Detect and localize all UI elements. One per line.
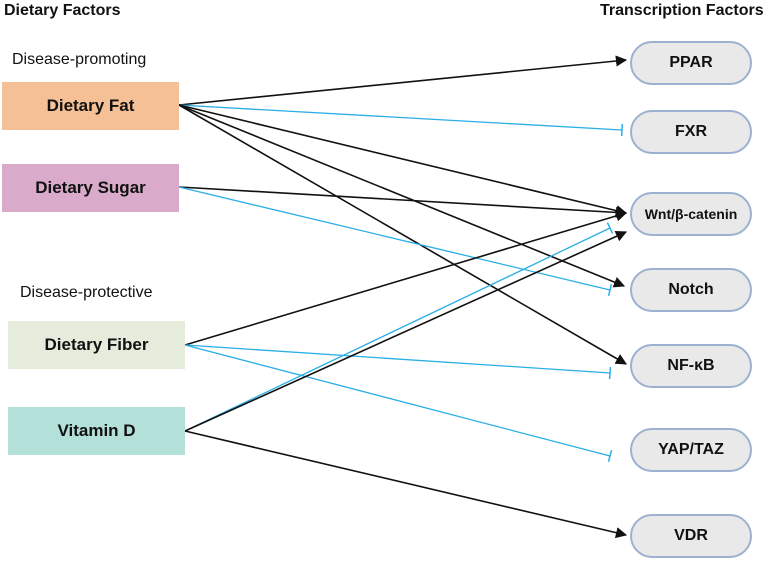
edge-fat-to-wnt-activation xyxy=(178,104,628,217)
factor-vitamin-d: Vitamin D xyxy=(8,407,185,455)
edge-fiber-to-yap-inhibition xyxy=(184,344,611,457)
inhibition-bar-fat-to-fxr xyxy=(620,123,624,137)
heading-transcription-factors: Transcription Factors xyxy=(600,2,764,19)
tf-fxr: FXR xyxy=(630,110,752,154)
factor-dietary-fat: Dietary Fat xyxy=(2,82,179,130)
edge-vitd-to-wnt-inhibition xyxy=(184,227,611,432)
inhibition-bar-sugar-to-notch xyxy=(607,283,613,297)
factor-dietary-sugar: Dietary Sugar xyxy=(2,164,179,212)
edge-vitd-to-vdr-activation xyxy=(184,430,628,539)
edge-fat-to-nfkb-activation xyxy=(178,104,627,365)
factor-dietary-fiber: Dietary Fiber xyxy=(8,321,185,369)
tf-nf-kb: NF-κB xyxy=(630,344,752,388)
edge-vitd-to-wnt-activation xyxy=(184,231,628,432)
edge-fiber-to-wnt-activation xyxy=(184,210,628,346)
heading-dietary-factors: Dietary Factors xyxy=(4,2,121,19)
edge-fat-to-notch-activation xyxy=(178,104,626,288)
tf-yap-taz: YAP/TAZ xyxy=(630,428,752,472)
inhibition-bar-fiber-to-nfkb xyxy=(608,366,612,380)
inhibition-bar-vitd-to-wnt xyxy=(606,222,614,234)
tf-ppar: PPAR xyxy=(630,41,752,85)
group-label-disease-protective: Disease-protective xyxy=(20,284,153,301)
edge-fat-to-fxr-inhibition xyxy=(178,104,623,131)
tf-wnt-beta-catenin: Wnt/β-catenin xyxy=(630,192,752,236)
tf-vdr: VDR xyxy=(630,514,752,558)
tf-notch: Notch xyxy=(630,268,752,312)
inhibition-bar-fiber-to-yap xyxy=(607,450,613,462)
edge-sugar-to-wnt-activation xyxy=(178,186,628,219)
edge-sugar-to-notch-inhibition xyxy=(178,186,611,291)
group-label-disease-promoting: Disease-promoting xyxy=(12,51,147,68)
edge-fiber-to-nfkb-inhibition xyxy=(184,344,611,374)
edge-fat-to-ppar-activation xyxy=(178,55,628,106)
